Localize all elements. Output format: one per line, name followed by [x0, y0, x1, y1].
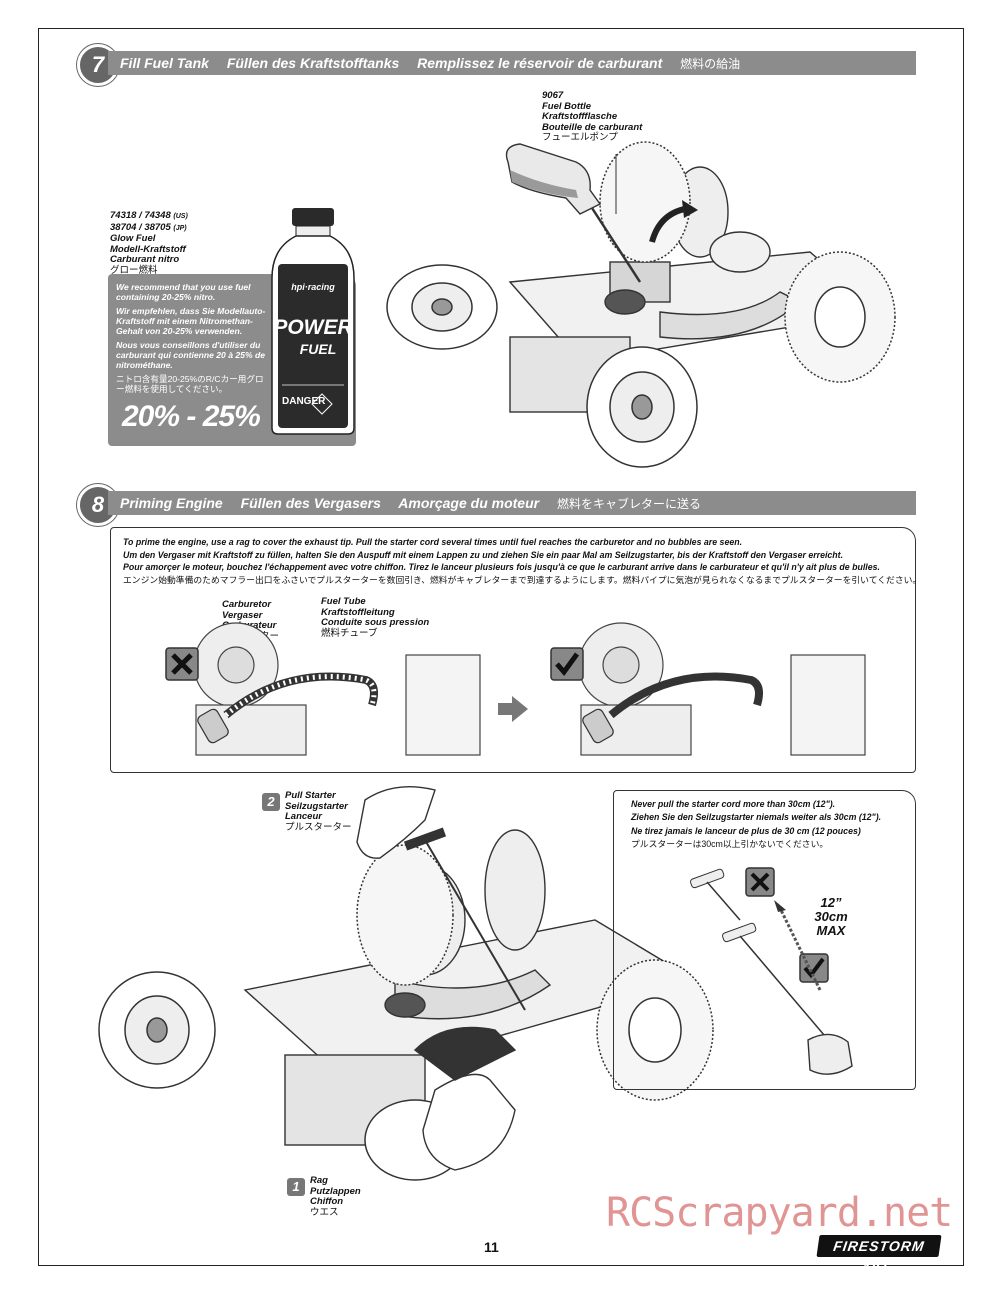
pull-starter-jp: プルスターター — [285, 821, 352, 833]
priming-correct-detail — [550, 622, 866, 763]
step8-title-en: Priming Engine — [120, 495, 223, 511]
can-name-fuel: FUEL — [300, 341, 337, 357]
starter-cord-diagram — [690, 867, 853, 1075]
step8-front-left-wheel — [98, 971, 216, 1089]
fuel-rec-jp: ニトロ含有量20-25%のR/Cカー用グロー燃料を使用してください。 — [116, 374, 264, 394]
fuel-rec-fr: Nous vous conseillons d'utiliser du carb… — [116, 340, 266, 370]
glow-fuel-part: 74318 / 74348 — [110, 210, 171, 221]
brand-logo: FIRESTORM 10T — [816, 1235, 942, 1276]
front-right-wheel — [586, 346, 698, 468]
fuel-bottle-label: 9067 Fuel Bottle Kraftstoffflasche Boute… — [542, 90, 643, 144]
step8-title-bar: Priming Engine Füllen des Vergasers Amor… — [108, 491, 916, 515]
fuel-bottle-drawing — [505, 143, 642, 283]
fuel-bottle-part: 9067 — [542, 90, 564, 101]
fuel-rec-de: Wir empfehlen, dass Sie Modellauto-Kraft… — [116, 306, 266, 336]
can-brand: hpi·racing — [291, 282, 335, 292]
nitro-percent: 20% - 25% — [122, 400, 261, 433]
warning-fr: Ne tirez jamais le lanceur de plus de 30… — [631, 825, 861, 836]
rag-fr: Chiffon — [310, 1196, 344, 1207]
fuel-tube-jp: 燃料チューブ — [321, 627, 378, 639]
priming-jp: エンジン始動準備のためマフラー出口をふさいでプルスターターを数回引き、燃料がキャ… — [123, 574, 922, 585]
step7-title-jp: 燃料の給油 — [680, 57, 741, 71]
front-left-wheel — [386, 264, 498, 350]
priming-de: Um den Vergaser mit Kraftstoff zu füllen… — [123, 549, 844, 560]
fuel-bottle-fr: Bouteille de carburant — [542, 121, 643, 133]
step8-title-fr: Amorçage du moteur — [398, 495, 540, 511]
fuel-bottle-jp: フューエルポンプ — [542, 132, 618, 143]
rag-en: Rag — [310, 1175, 328, 1186]
fuel-bottle-de: Kraftstoffflasche — [542, 111, 618, 122]
pull-starter-step-badge: 2 — [262, 793, 280, 811]
arrow-right-icon — [498, 696, 528, 722]
priming-instructions-box: To prime the engine, use a rag to cover … — [110, 527, 921, 773]
max-cm: 30cm — [814, 909, 848, 924]
glow-fuel-label: 74318 / 74348 (US) 38704 / 38705 (JP) Gl… — [110, 210, 188, 276]
can-name-power: POWER — [273, 316, 353, 339]
max-word: MAX — [816, 923, 846, 938]
hand-pulling-starter — [356, 785, 526, 1011]
glow-fuel-de: Modell-Kraftstoff — [110, 243, 186, 255]
fuel-tube-fr: Conduite sous pression — [321, 617, 430, 628]
step8-title-de: Füllen des Vergasers — [240, 495, 381, 511]
fuel-bottle-en: Fuel Bottle — [542, 100, 592, 112]
page-number: 11 — [484, 1239, 499, 1255]
carburetor-en: Carburetor — [222, 599, 272, 610]
step8-rear-left-wheel — [356, 844, 454, 986]
starter-warning-box: Never pull the starter cord more than 30… — [613, 790, 916, 1090]
rag-label: Rag Putzlappen Chiffon ウエス — [310, 1175, 361, 1218]
page-frame — [38, 28, 964, 1266]
step7-title-bar: Fill Fuel Tank Füllen des Kraftstofftank… — [108, 51, 916, 75]
rag-jp: ウエス — [310, 1206, 339, 1218]
rear-left-wheel — [599, 141, 691, 263]
pull-starter-fr: Lanceur — [285, 811, 322, 822]
pull-starter-de: Seilzugstarter — [285, 800, 348, 812]
fuel-tube-en: Fuel Tube — [321, 596, 366, 607]
step8-title-jp: 燃料をキャブレターに送る — [556, 497, 701, 511]
pull-starter-label: Pull Starter Seilzugstarter Lanceur プルスタ… — [285, 790, 352, 833]
glow-fuel-fr: Carburant nitro — [110, 254, 180, 265]
watermark: RCScrapyard.net — [606, 1190, 953, 1236]
step7-title-de: Füllen des Kraftstofftanks — [226, 55, 400, 71]
can-danger: DANGER — [282, 396, 326, 407]
warning-jp: プルスターターは30cm以上引かないでください。 — [631, 839, 829, 850]
hand-with-rag — [413, 1026, 517, 1171]
glow-fuel-jp: グロー燃料 — [110, 264, 158, 276]
glow-fuel-en: Glow Fuel — [110, 233, 156, 244]
fuel-rec-en: We recommend that you use fuel containin… — [116, 282, 251, 302]
buggy-priming-illustration — [98, 785, 714, 1181]
step7-title-en: Fill Fuel Tank — [120, 55, 209, 71]
glow-fuel-part2: 38704 / 38705 — [110, 221, 171, 233]
max-pull-label: 12” 30cm MAX — [806, 896, 856, 938]
warning-en: Never pull the starter cord more than 30… — [631, 799, 836, 809]
glow-fuel-part2-suffix: (JP) — [173, 224, 187, 232]
priming-fr: Pour amorçer le moteur, bouchez l'échapp… — [123, 562, 880, 573]
buggy-fuel-illustration — [386, 141, 896, 468]
priming-wrong-detail — [165, 622, 481, 763]
rag-step-badge: 1 — [287, 1178, 305, 1196]
fuel-can-illustration: hpi·racing POWER FUEL DANGER — [271, 208, 355, 435]
pull-starter-en: Pull Starter — [285, 790, 336, 801]
fuel-tube-de: Kraftstoffleitung — [321, 606, 395, 618]
priming-en: To prime the engine, use a rag to cover … — [123, 537, 743, 547]
glow-fuel-part-suffix: (US) — [173, 213, 188, 220]
carburetor-de: Vergaser — [222, 609, 263, 621]
step8-rear-right-wheel — [596, 959, 714, 1101]
max-inches: 12” — [820, 895, 842, 910]
fuel-tube-label: Fuel Tube Kraftstoffleitung Conduite sou… — [321, 596, 430, 639]
rag-de: Putzlappen — [310, 1185, 361, 1197]
rear-right-wheel — [784, 251, 896, 383]
warning-de: Ziehen Sie den Seilzugstarter niemals we… — [631, 812, 882, 823]
step7-title-fr: Remplissez le réservoir de carburant — [417, 55, 663, 71]
